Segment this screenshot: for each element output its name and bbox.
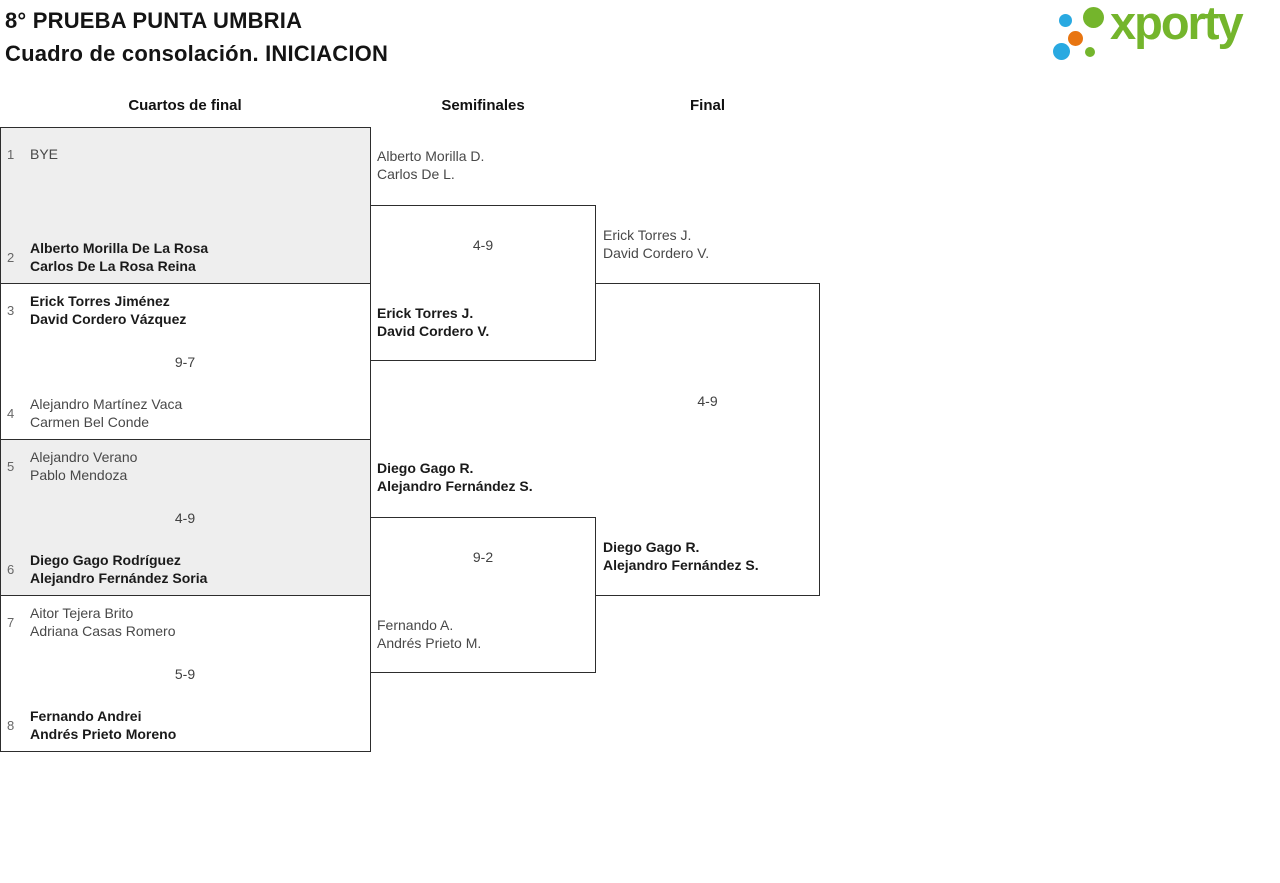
team-name-line: Carlos De La Rosa Reina xyxy=(30,258,196,274)
final-bottom-team: Diego Gago R. Alejandro Fernández S. xyxy=(603,538,759,574)
round-header-cuartos-de-final: Cuartos de final xyxy=(128,97,242,114)
qf1-bottom-team: 2 Alberto Morilla De La Rosa Carlos De L… xyxy=(7,239,208,275)
page-title-block: 8° PRUEBA PUNTA UMBRIA Cuadro de consola… xyxy=(5,4,388,70)
team-name-line: Alejandro Martínez Vaca xyxy=(30,396,183,412)
team-name-line: Alejandro Verano xyxy=(30,449,138,465)
seed-number: 4 xyxy=(7,405,15,421)
team-name-line: Andrés Prieto M. xyxy=(377,635,482,651)
seed-number: 2 xyxy=(7,249,15,265)
logo-dot-orange-icon xyxy=(1068,31,1083,46)
qf4-top-team: 7 Aitor Tejera Brito Adriana Casas Romer… xyxy=(7,604,176,640)
qf3-bottom-team: 6 Diego Gago Rodríguez Alejandro Fernánd… xyxy=(7,551,207,587)
team-name-line: Diego Gago R. xyxy=(603,539,700,555)
sf1-bottom-team: Erick Torres J. David Cordero V. xyxy=(377,304,489,340)
logo-dot-blue-small-icon xyxy=(1059,14,1072,27)
page-title: 8° PRUEBA PUNTA UMBRIA xyxy=(5,8,303,33)
xporty-logo-icon xyxy=(1048,5,1110,67)
seed-number: 7 xyxy=(7,614,15,630)
round-header-final: Final xyxy=(689,97,725,114)
sf2-top-team: Diego Gago R. Alejandro Fernández S. xyxy=(377,459,533,495)
team-name-line: Alejandro Fernández S. xyxy=(377,478,533,494)
final-top-team: Erick Torres J. David Cordero V. xyxy=(603,226,709,262)
team-name-line: Andrés Prieto Moreno xyxy=(30,726,177,742)
seed-number: 5 xyxy=(7,458,15,474)
qf4-bottom-team: 8 Fernando Andrei Andrés Prieto Moreno xyxy=(7,707,176,743)
team-name-line: Aitor Tejera Brito xyxy=(30,605,134,621)
team-name-line: David Cordero V. xyxy=(377,323,490,339)
seed-number: 3 xyxy=(7,302,15,318)
team-name-line: Erick Torres J. xyxy=(603,227,692,243)
team-name-line: Alejandro Fernández Soria xyxy=(30,570,208,586)
qf2-score: 9-7 xyxy=(174,354,196,370)
round-header-semifinales: Semifinales xyxy=(441,97,525,114)
final-match-box xyxy=(595,283,820,596)
logo-dot-green-large-icon xyxy=(1083,7,1104,28)
team-name-line: BYE xyxy=(30,146,59,162)
sf2-bottom-team: Fernando A. Andrés Prieto M. xyxy=(377,616,481,652)
team-name-line: Diego Gago R. xyxy=(377,460,474,476)
qf-match-4-box xyxy=(0,595,371,752)
team-name-line: David Cordero Vázquez xyxy=(30,311,187,327)
sf2-score: 9-2 xyxy=(472,549,494,565)
logo-dot-blue-large-icon xyxy=(1053,43,1070,60)
team-name-line: Carlos De L. xyxy=(377,166,455,182)
xporty-logo: xporty xyxy=(1048,0,1278,72)
qf4-score: 5-9 xyxy=(174,666,196,682)
team-name-line: Fernando A. xyxy=(377,617,454,633)
team-name-line: Carmen Bel Conde xyxy=(30,414,150,430)
team-name-line: Pablo Mendoza xyxy=(30,467,128,483)
team-name-line: Alberto Morilla D. xyxy=(377,148,485,164)
qf2-top-team: 3 Erick Torres Jiménez David Cordero Váz… xyxy=(7,292,186,328)
seed-number: 8 xyxy=(7,717,15,733)
logo-wordmark: xporty xyxy=(1110,0,1244,49)
seed-number: 1 xyxy=(7,146,15,162)
team-name-line: Fernando Andrei xyxy=(30,708,142,724)
qf3-top-team: 5 Alejandro Verano Pablo Mendoza xyxy=(7,448,137,484)
team-name-line: Alberto Morilla De La Rosa xyxy=(30,240,209,256)
qf-match-2-box xyxy=(0,283,371,440)
team-name-line: Diego Gago Rodríguez xyxy=(30,552,181,568)
team-name-line: David Cordero V. xyxy=(603,245,710,261)
qf3-score: 4-9 xyxy=(174,510,196,526)
qf2-bottom-team: 4 Alejandro Martínez Vaca Carmen Bel Con… xyxy=(7,395,182,431)
qf1-top-team: 1 BYE xyxy=(7,145,58,163)
sf1-top-team: Alberto Morilla D. Carlos De L. xyxy=(377,147,484,183)
final-score: 4-9 xyxy=(697,393,718,409)
page-subtitle: Cuadro de consolación. INICIACION xyxy=(5,41,389,66)
seed-number: 6 xyxy=(7,561,15,577)
sf1-score: 4-9 xyxy=(472,237,494,253)
qf-match-1-box xyxy=(0,127,371,284)
team-name-line: Adriana Casas Romero xyxy=(30,623,176,639)
team-name-line: Alejandro Fernández S. xyxy=(603,557,759,573)
team-name-line: Erick Torres Jiménez xyxy=(30,293,170,309)
logo-dot-green-small-icon xyxy=(1085,47,1095,57)
team-name-line: Erick Torres J. xyxy=(377,305,474,321)
